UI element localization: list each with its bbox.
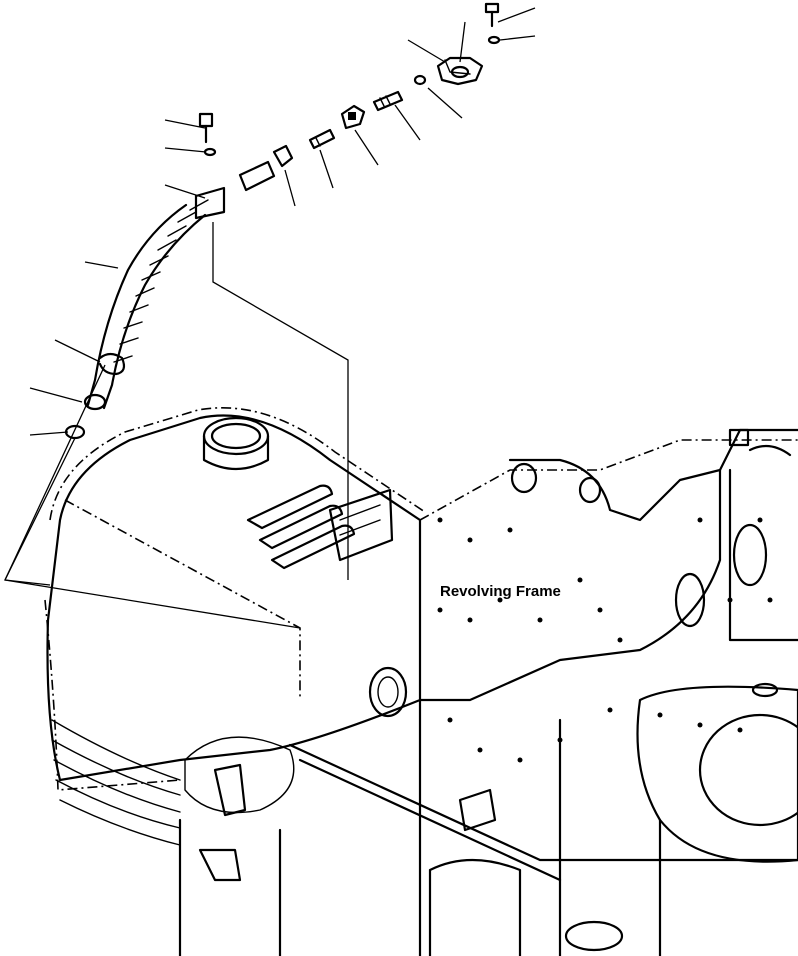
- revolving-frame-label: Revolving Frame: [440, 583, 561, 600]
- fuel-tank: [44, 407, 426, 956]
- small-nut: [413, 74, 427, 86]
- nipple-fitting: [372, 90, 404, 112]
- breather-hose: [64, 112, 276, 440]
- revolving-frame: [288, 428, 798, 956]
- adapter-fitting: [308, 128, 336, 150]
- callout-leaders: [4, 7, 536, 629]
- top-bolt: [484, 2, 501, 45]
- hose-clamp-top: [272, 144, 294, 168]
- check-valve: [340, 104, 366, 130]
- elbow-fitting: [436, 56, 484, 86]
